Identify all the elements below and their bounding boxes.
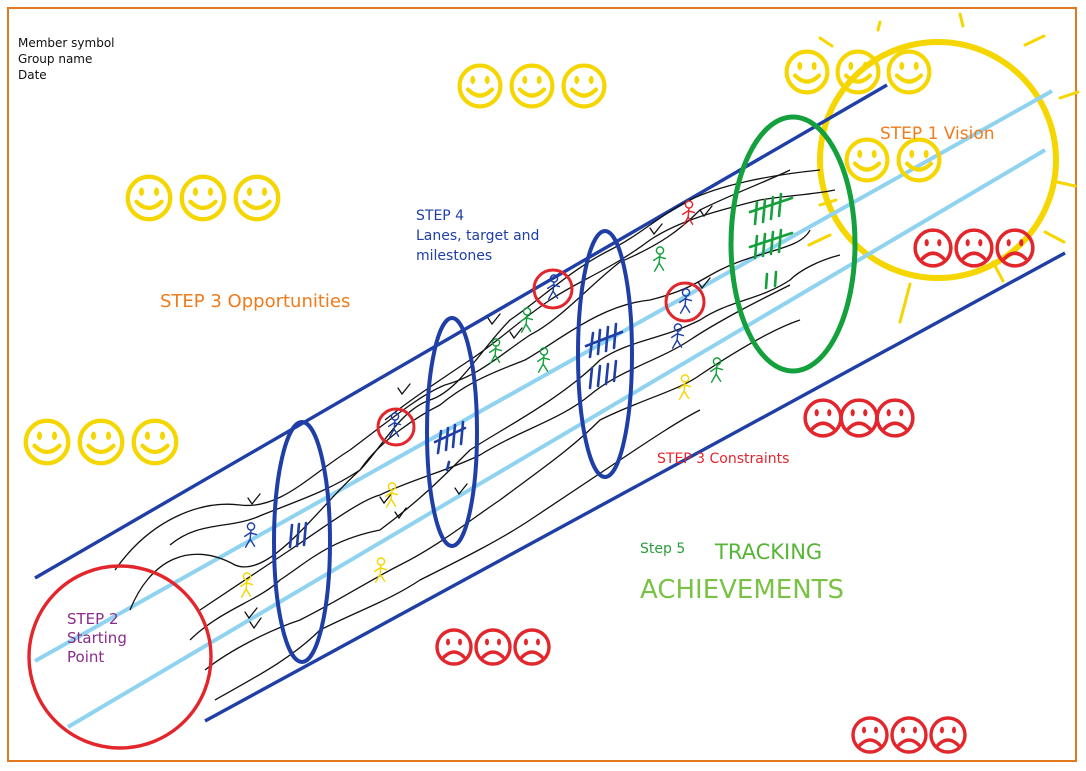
step2-line2: Starting <box>67 629 127 647</box>
sun-icon <box>807 12 1080 324</box>
date-label: Date <box>18 68 47 82</box>
tracking-label: TRACKING <box>715 540 823 564</box>
member-symbol-label: Member symbol <box>18 36 115 50</box>
tally-marks <box>288 322 624 549</box>
step4-title: STEP 4 <box>416 208 465 224</box>
step5-label: Step 5 <box>640 541 686 557</box>
step1-vision-label: STEP 1 Vision <box>880 124 995 144</box>
step2-line3: Point <box>67 648 105 666</box>
vision-ring <box>728 114 858 374</box>
highlight-rings <box>376 268 706 447</box>
tally-marks-green <box>748 192 794 290</box>
group-name-label: Group name <box>18 52 93 66</box>
step4-line2: Lanes, target and <box>416 228 540 244</box>
starting-point-ring <box>27 564 213 750</box>
achievements-label: ACHIEVEMENTS <box>640 575 845 605</box>
meta-info: Member symbol Group name Date <box>18 35 115 83</box>
milestone-rings <box>272 229 634 664</box>
step4-label: STEP 4 Lanes, target and milestones <box>416 206 539 266</box>
tick-marks <box>244 205 713 630</box>
step2-title: STEP 2 <box>67 610 119 628</box>
step3-constraints-label: STEP 3 Constraints <box>657 451 790 467</box>
page-frame <box>7 7 1077 762</box>
step2-starting-point-label: STEP 2 Starting Point <box>67 610 157 667</box>
step3-opportunities-label: STEP 3 Opportunities <box>160 291 351 312</box>
step4-line3: milestones <box>416 248 493 264</box>
